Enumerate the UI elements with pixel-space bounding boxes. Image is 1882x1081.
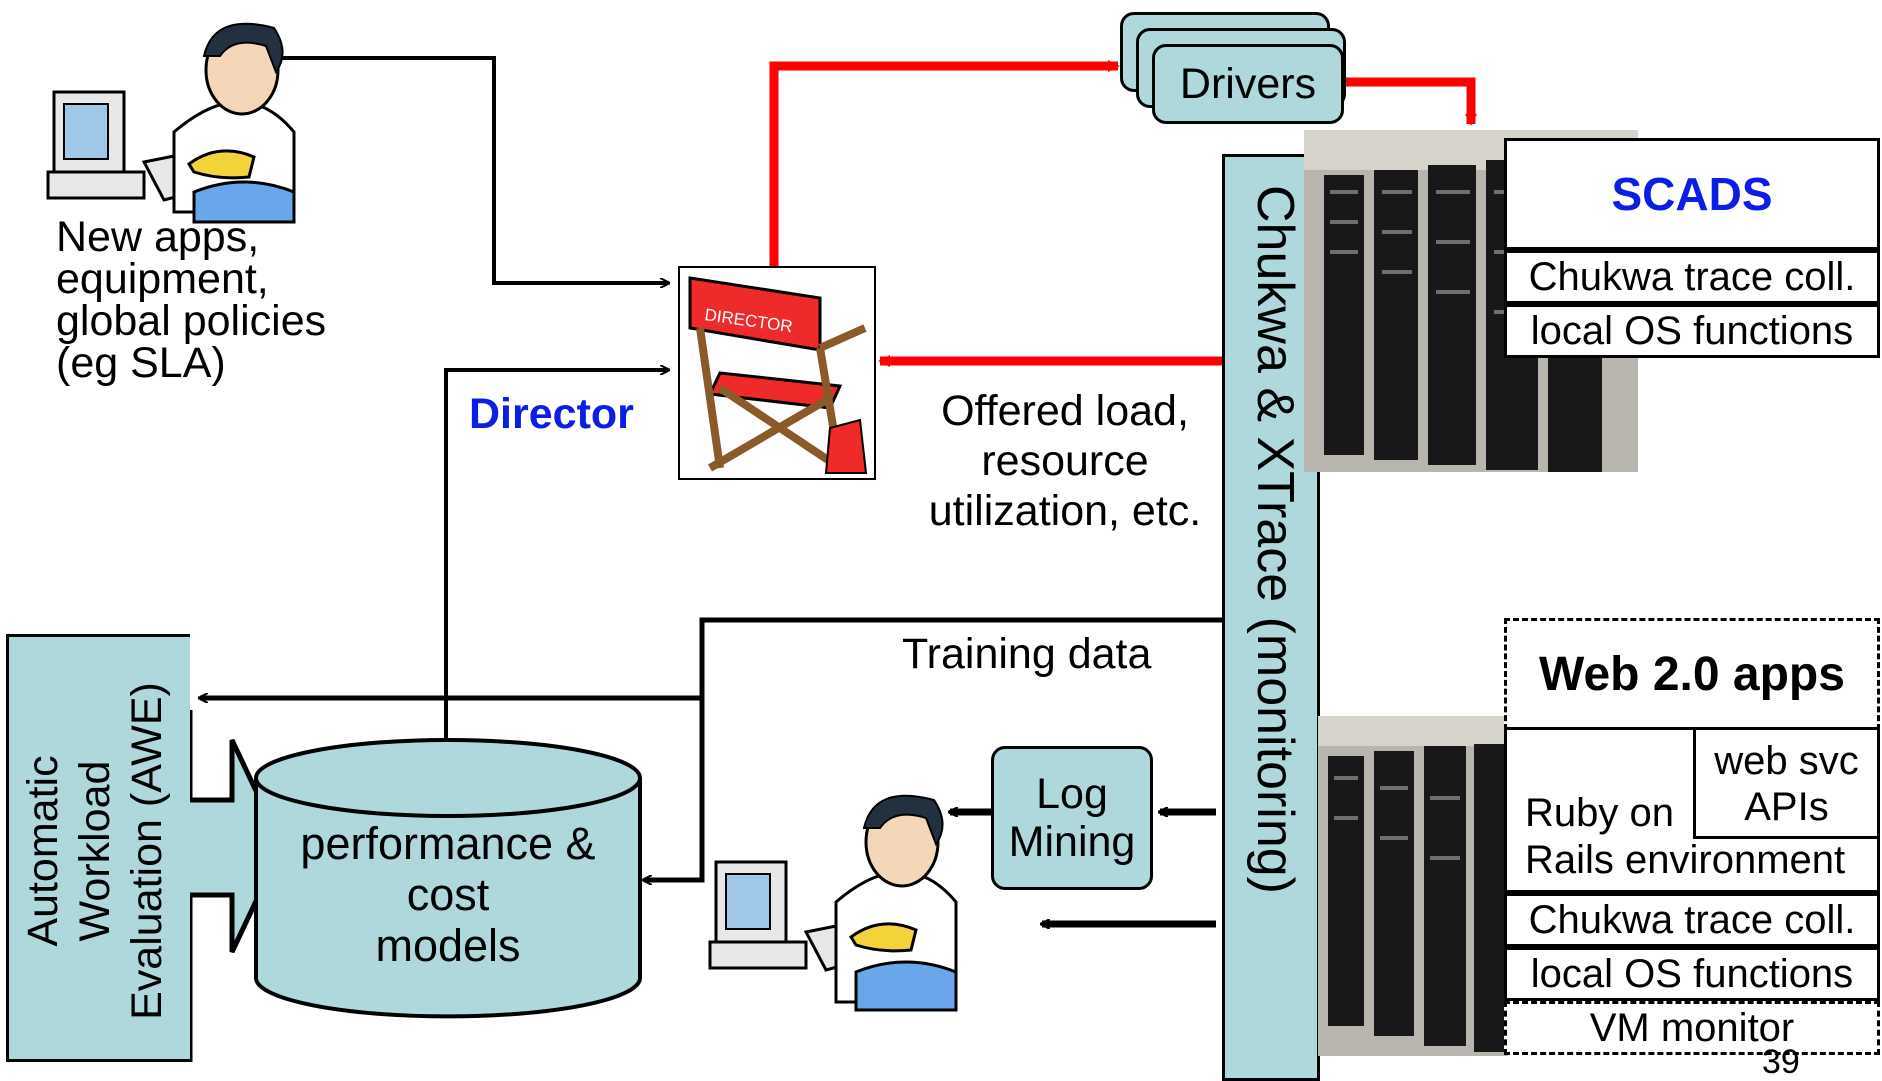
models-cylinder [254, 738, 642, 1019]
models-line: models [375, 920, 521, 971]
models-line: performance & [300, 818, 596, 869]
web20-row: Chukwa trace coll. [1504, 893, 1880, 947]
new-apps-line: equipment, [56, 255, 269, 303]
new-apps-line: (eg SLA) [56, 339, 226, 387]
log-mining-box: Log Mining [991, 746, 1153, 890]
web20-row-label: Chukwa trace coll. [1528, 897, 1856, 942]
scads-title-box: SCADS [1504, 138, 1880, 250]
awe-label: Automatic Workload Evaluation (AWE) [17, 651, 173, 1051]
feedback-line: utilization, etc. [928, 487, 1202, 535]
web-svc-line: web svc [1714, 739, 1859, 783]
scads-row-label: Chukwa trace coll. [1528, 254, 1856, 299]
scads-panel: SCADS Chukwa trace coll. local OS functi… [1504, 138, 1880, 358]
awe-line: Evaluation (AWE) [123, 682, 171, 1020]
arrow-training-to-models [644, 698, 705, 880]
ruby-rails-line: Rails environment [1525, 838, 1846, 882]
arrow-user-to-director [282, 56, 668, 283]
drivers-label: Drivers [1179, 59, 1317, 108]
feedback-line: resource [981, 437, 1149, 485]
web20-title: Web 2.0 apps [1539, 647, 1845, 701]
server-rack-image-bottom [1318, 716, 1508, 1056]
web-svc-box: web svc APIs [1693, 727, 1880, 839]
new-apps-text: New apps, equipment, global policies (eg… [56, 213, 327, 387]
web20-panel: Web 2.0 apps Ruby on Rails environment w… [1504, 618, 1880, 1055]
new-apps-line: New apps, [56, 213, 260, 261]
feedback-text: Offered load, resource utilization, etc. [900, 386, 1230, 536]
ruby-rails-text: Ruby on Rails environment [1525, 790, 1845, 884]
ruby-rails-box: Ruby on Rails environment web svc APIs [1504, 727, 1880, 893]
log-mining-line: Log [1036, 770, 1108, 818]
feedback-line: Offered load, [941, 387, 1189, 435]
web20-title-box: Web 2.0 apps [1504, 618, 1880, 730]
monitoring-bar: Chukwa & XTrace (monitoring) [1222, 154, 1320, 1081]
scads-title: SCADS [1611, 168, 1773, 220]
web20-row-label: local OS functions [1530, 951, 1854, 996]
web20-row-label: VM monitor [1589, 1005, 1795, 1050]
director-chair-image: DIRECTOR [678, 266, 876, 480]
scads-row-label: local OS functions [1530, 308, 1854, 353]
log-mining-line: Mining [1008, 818, 1136, 866]
slide-number: 39 [1762, 1043, 1800, 1081]
web20-row: local OS functions [1504, 947, 1880, 1001]
arrow-drivers-to-scads [1346, 77, 1477, 126]
web-svc-line: APIs [1744, 785, 1829, 829]
scads-row: local OS functions [1504, 304, 1880, 358]
web20-row: VM monitor [1504, 1001, 1880, 1055]
user-at-computer-icon [46, 22, 296, 224]
director-label: Director [469, 390, 634, 438]
scads-row: Chukwa trace coll. [1504, 250, 1880, 304]
arrow-director-to-drivers [769, 60, 1120, 266]
awe-line: Automatic [19, 755, 67, 947]
arrow-training-to-awe [200, 617, 1222, 698]
awe-box: Automatic Workload Evaluation (AWE) [6, 634, 190, 1062]
training-data-label: Training data [902, 630, 1152, 678]
models-text: performance & cost models [252, 818, 644, 971]
director-chair-icon: DIRECTOR [688, 276, 868, 474]
models-line: cost [406, 869, 490, 920]
awe-line: Workload [71, 760, 119, 942]
new-apps-line: global policies [56, 297, 327, 345]
ruby-rails-line: Ruby on [1525, 791, 1674, 835]
arrow-models-to-director [444, 370, 668, 738]
operator-at-computer-icon [708, 794, 958, 1012]
drivers-box: Drivers [1152, 44, 1344, 124]
